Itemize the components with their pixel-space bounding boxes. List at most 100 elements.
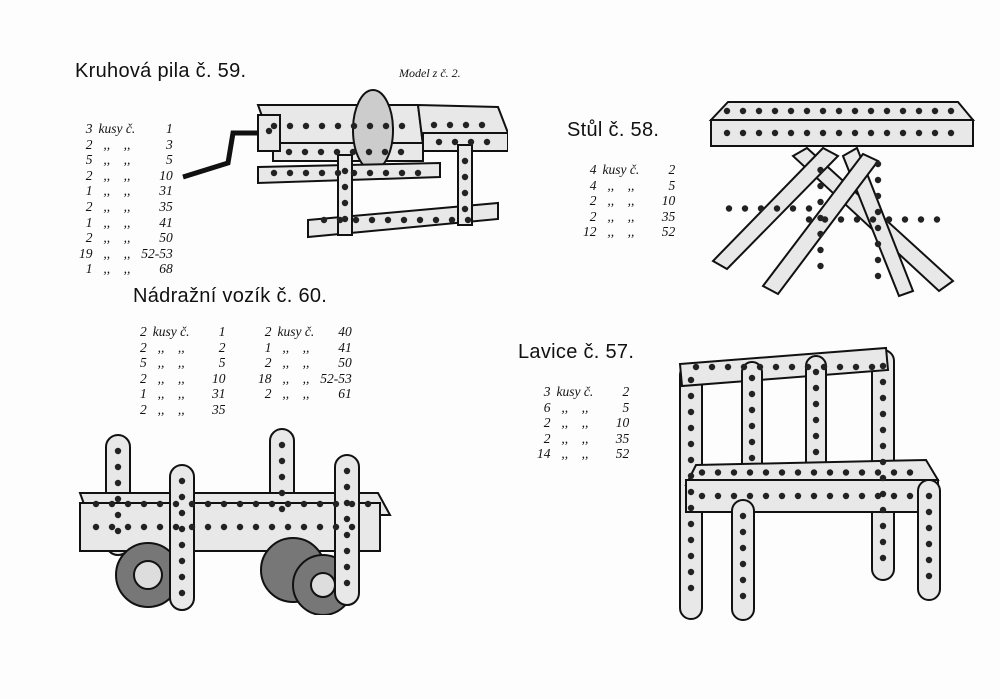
part-number: 5 [165,152,173,168]
hole [741,205,749,212]
hole [343,547,351,555]
part-label: ,, ,, [282,355,310,371]
hole [114,463,122,471]
hole [794,469,802,476]
part-label: ,, ,, [607,193,635,209]
part-number: 3 [165,136,173,152]
hole [812,416,820,424]
hole [284,523,292,531]
hole [819,107,827,115]
hole [739,576,747,584]
hole [124,523,132,531]
hole [852,363,860,371]
part-count: 1 [85,261,93,277]
hole [748,406,756,414]
part-count: 2 [589,208,597,224]
wagon-illustration [78,428,392,615]
hole [730,469,738,476]
part-label: ,, ,, [561,415,589,431]
hole [820,363,828,371]
part-number: 10 [211,370,226,386]
hole [879,554,887,562]
hole [874,469,882,476]
part-count: 2 [140,324,147,339]
hole [915,129,923,137]
hole [188,523,196,531]
parts-row: 4,, ,,5 [580,178,678,194]
part-count: 2 [264,386,272,402]
hole [398,169,406,177]
parts-row: 1,, ,,68 [76,261,176,277]
hole [320,216,328,224]
hole [687,568,695,576]
hole [757,205,765,212]
hole [837,216,845,223]
hole [879,394,887,402]
hole [812,368,820,376]
part-label: ,, ,, [103,198,131,214]
hole [687,584,695,592]
parts-row: 2,, ,,10 [137,371,228,387]
hole [687,424,695,432]
hole [687,552,695,560]
parts-row: 12,, ,,52 [580,224,678,240]
hole [435,138,443,146]
parts-row: 2,, ,,35 [137,402,228,418]
hole [178,573,186,581]
hole [739,560,747,568]
part-number: 35 [661,208,676,224]
hole [748,438,756,446]
hole [812,400,820,408]
hole [899,129,907,137]
part-count: 1 [140,386,147,402]
hole [879,410,887,418]
part-number: 2 [668,162,676,177]
hole [687,456,695,464]
part-number: 2 [622,384,630,399]
part-count: 2 [85,167,93,183]
part-label: ,, ,, [607,224,635,240]
hole [92,523,100,531]
hole [805,205,813,212]
hole [858,492,866,500]
hole [451,138,459,146]
hole [874,240,882,248]
hole [879,458,887,466]
hole [739,544,747,552]
hole [252,500,260,508]
hole [300,523,308,531]
hole [789,205,797,212]
hole [278,441,286,449]
bench-illustration [678,346,941,621]
part-label: ,, ,, [607,177,635,193]
hole [879,474,887,482]
hole [348,523,356,531]
hole [748,454,756,462]
part-number: 41 [159,214,173,230]
hole [343,563,351,571]
hole [858,469,866,476]
hole [343,515,351,523]
hole [334,169,342,177]
hole [879,426,887,434]
part-label: ,, ,, [157,386,185,402]
hole [381,148,389,156]
parts-row: 2,, ,,50 [76,230,176,246]
hole [739,512,747,520]
hole [178,557,186,565]
part-label: ,, ,, [157,339,185,355]
hole [851,129,859,137]
table-illustration [708,101,976,298]
hole [698,492,706,500]
hole [826,492,834,500]
hole [278,489,286,497]
hole [812,432,820,440]
part-number: 5 [668,177,676,193]
hole [236,523,244,531]
hole [879,506,887,514]
hole [285,148,293,156]
part-number: 1 [165,121,173,136]
hole [318,122,326,130]
hole [925,524,933,532]
hole [397,148,405,156]
